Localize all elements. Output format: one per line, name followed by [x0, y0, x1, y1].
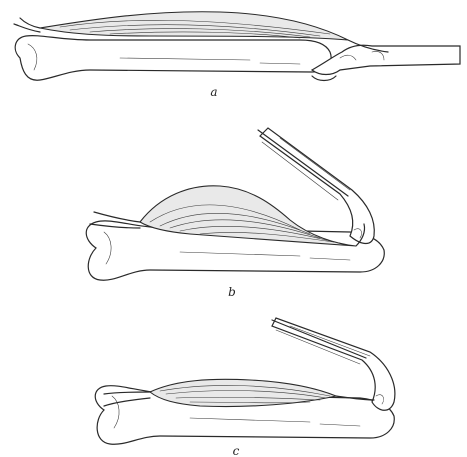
- panel-c-label: c: [233, 444, 240, 457]
- panel-a-muscle: [40, 12, 348, 40]
- panel-b-label: b: [228, 285, 236, 299]
- panel-c: c: [95, 318, 395, 457]
- panel-a: a: [14, 12, 460, 99]
- panel-a-label: a: [210, 85, 217, 99]
- panel-a-upper-arm-bone: [15, 36, 331, 81]
- panel-b: b: [86, 128, 384, 299]
- panel-a-forearm-bone: [312, 45, 460, 80]
